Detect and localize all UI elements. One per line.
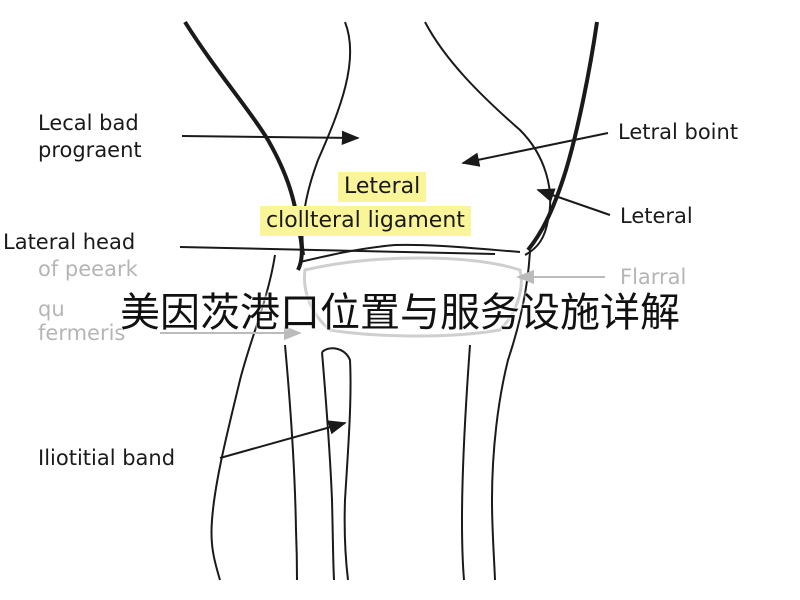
- tibial-plateau: [302, 256, 523, 338]
- highlight-title-line1: Leteral: [338, 172, 427, 202]
- femur-inner-right-contour: [424, 21, 552, 256]
- label-lateral-head: Lateral head: [3, 230, 136, 254]
- label-iliotitial-band: Iliotitial band: [38, 446, 176, 470]
- label-letral-boint: Letral boint: [618, 120, 739, 144]
- joint-line: [299, 243, 521, 263]
- label-leteral: Leteral: [620, 204, 693, 228]
- tibia-left-outer: [210, 254, 276, 581]
- tibia-inner-right: [460, 344, 471, 581]
- tibia-right-outer: [490, 249, 531, 581]
- arrow-iliotitial-band: [219, 420, 347, 459]
- arrow-letral-boint: [461, 132, 609, 167]
- femur-right-contour: [526, 21, 599, 252]
- label-lecal-bad-1: Lecal bad: [38, 111, 139, 135]
- arrow-lecal-bad: [181, 130, 360, 146]
- label-lecal-bad-2: prograent: [38, 138, 142, 162]
- overlay-caption: 美因茨港口位置与服务设施详解: [120, 290, 680, 336]
- fibula: [321, 347, 352, 581]
- label-fermeris: fermeris: [38, 321, 126, 345]
- label-flarral: Flarral: [620, 265, 687, 289]
- tibia-inner-left: [284, 344, 298, 581]
- arrow-lateral-head: [179, 246, 496, 255]
- label-quadriceps-partial: qu: [38, 297, 65, 321]
- highlight-title-line2: clollteral ligament: [260, 206, 471, 236]
- arrow-leteral: [536, 188, 611, 216]
- label-of-peeark: of peeark: [38, 257, 138, 281]
